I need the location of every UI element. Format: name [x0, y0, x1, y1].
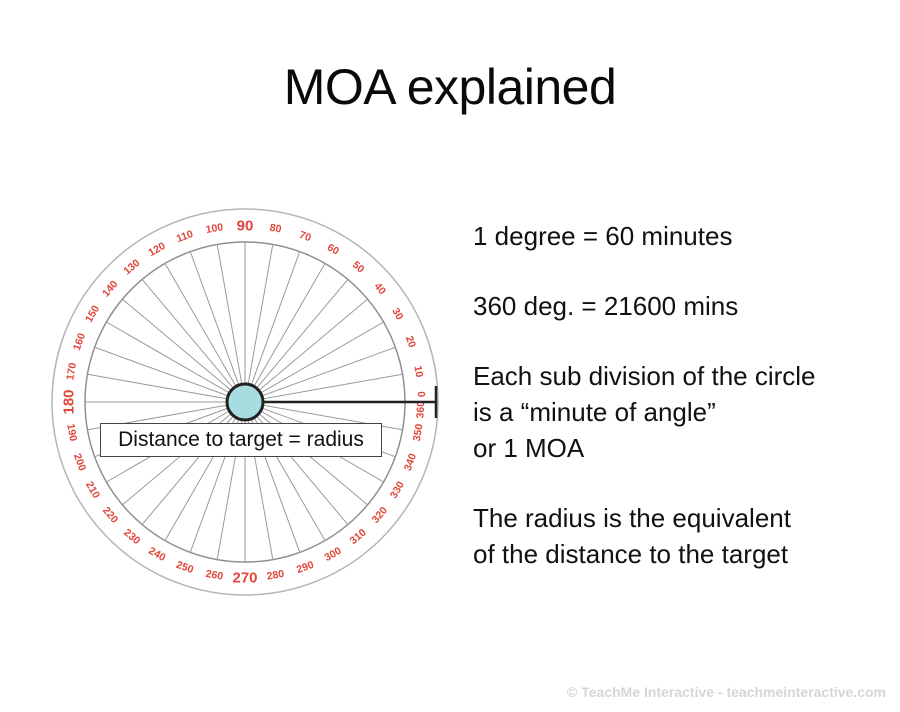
degree-label: 100 [205, 221, 224, 236]
degree-label: 270 [232, 570, 257, 587]
spoke-line [244, 263, 326, 403]
center-hub [225, 382, 265, 422]
outer-circle [51, 208, 439, 596]
degree-label: 310 [348, 526, 369, 547]
spoke-line [244, 321, 384, 403]
degree-label: 130 [121, 257, 142, 278]
degree-label: 280 [266, 568, 285, 583]
degree-label: 120 [146, 240, 167, 259]
spoke-line [164, 263, 246, 403]
spoke-line [244, 346, 396, 403]
degree-label: 300 [322, 545, 343, 564]
info-radius-line-2: of the distance to the target [473, 539, 789, 569]
spoke-line [189, 251, 246, 403]
radius-label: Distance to target = radius [118, 428, 364, 451]
degree-label: 150 [83, 303, 102, 324]
degree-label: 350 [411, 423, 426, 442]
info-panel: 1 degree = 60 minutes 360 deg. = 21600 m… [473, 218, 893, 572]
degree-label: 10 [411, 365, 425, 379]
degree-label: 250 [175, 559, 196, 576]
spoke-line [141, 279, 246, 403]
degree-label: 0 [415, 391, 427, 398]
info-subdivision-line-2: is a “minute of angle” [473, 397, 716, 427]
info-subdivision-line-1: Each sub division of the circle [473, 361, 816, 391]
spoke-line [216, 244, 246, 403]
spoke-line [244, 244, 274, 403]
spoke-line [94, 346, 246, 403]
spoke-line [244, 251, 301, 403]
info-total-minutes: 360 deg. = 21600 mins [473, 291, 739, 321]
degree-label: 70 [298, 229, 313, 244]
degree-label: 340 [402, 452, 419, 473]
degree-label: 180 [61, 389, 78, 414]
page-title: MOA explained [283, 59, 617, 115]
degree-label: 80 [269, 222, 283, 236]
degree-label: 110 [175, 228, 195, 245]
degree-label: 20 [403, 334, 418, 349]
spoke-line [106, 321, 246, 403]
degree-label: 90 [237, 218, 254, 235]
spoke-line [141, 401, 246, 525]
degree-label: 30 [389, 306, 405, 322]
degree-label: 330 [388, 479, 407, 500]
spoke-line [244, 401, 349, 525]
degree-label: 260 [205, 568, 224, 583]
degree-label: 320 [370, 504, 391, 525]
degree-label: 200 [71, 452, 88, 473]
degree-label: 140 [100, 278, 121, 299]
info-degree-minutes: 1 degree = 60 minutes [473, 221, 733, 251]
degree-label: 210 [83, 479, 102, 500]
info-subdivision-line-3: or 1 MOA [473, 433, 585, 463]
spoke-line [244, 373, 403, 403]
spoke-line [122, 298, 246, 403]
degree-label: 40 [371, 281, 388, 298]
degree-label: 190 [64, 423, 79, 442]
info-radius-line-1: The radius is the equivalent [473, 503, 791, 533]
spoke-line [244, 279, 349, 403]
spoke-lines [85, 242, 405, 562]
radius-label-box: Distance to target = radius [100, 423, 382, 457]
degree-label: 240 [146, 545, 167, 564]
degree-label: 360 [414, 401, 427, 419]
degree-label: 50 [350, 259, 367, 276]
degree-label: 230 [121, 527, 142, 548]
copyright-footer: © TeachMe Interactive - teachmeinteracti… [567, 684, 886, 700]
spoke-line [87, 373, 246, 403]
spoke-line [244, 298, 368, 403]
degree-label: 290 [295, 559, 316, 576]
degree-label: 160 [71, 331, 88, 352]
degree-label: 170 [64, 362, 79, 381]
degree-label: 60 [325, 241, 341, 257]
degree-label: 220 [100, 505, 121, 526]
